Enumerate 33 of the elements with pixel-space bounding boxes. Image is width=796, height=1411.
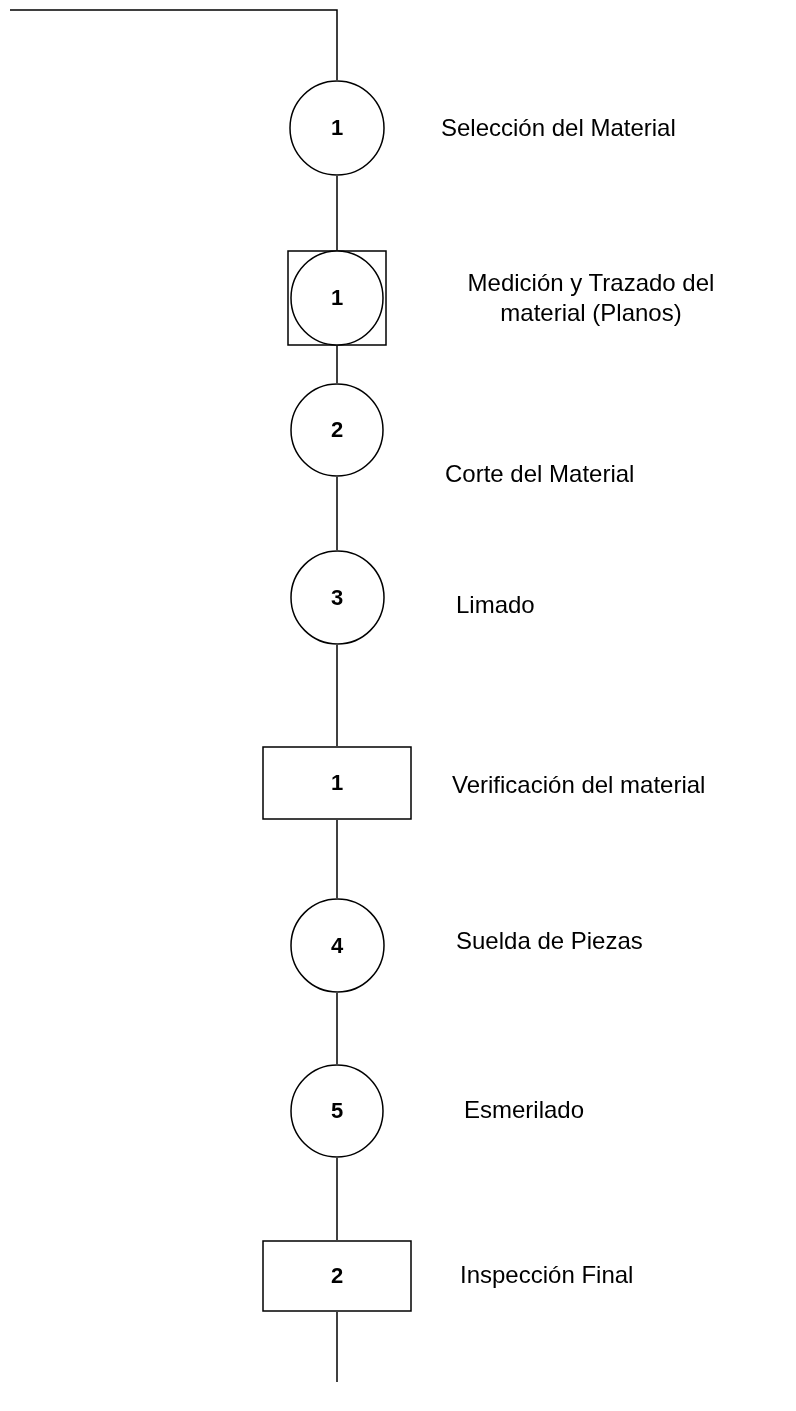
connector-line xyxy=(336,476,338,551)
connector-line xyxy=(336,819,338,899)
inspection-box xyxy=(262,746,412,820)
step-number: 2 xyxy=(330,417,344,443)
step-number: 1 xyxy=(330,115,344,141)
step-description: Esmerilado xyxy=(464,1095,585,1125)
step-description: Suelda de Piezas xyxy=(456,926,643,956)
connector-line xyxy=(336,1157,338,1241)
inspection-box xyxy=(262,1240,412,1312)
connector-line xyxy=(336,992,338,1065)
connector-line xyxy=(9,9,338,81)
step-description: Selección del Material xyxy=(441,113,676,143)
step-number: 2 xyxy=(330,1263,344,1289)
step-number: 1 xyxy=(330,770,344,796)
operation-circle xyxy=(290,383,384,477)
connector-line xyxy=(336,1311,338,1383)
operation-circle xyxy=(289,80,385,176)
step-description: Verificación del material xyxy=(452,770,706,800)
step-description: Corte del Material xyxy=(445,459,635,489)
combined-operation-symbol xyxy=(287,250,387,346)
step-number: 4 xyxy=(330,932,344,959)
operation-circle xyxy=(290,1064,384,1158)
step-description: Medición y Trazado del material (Planos) xyxy=(466,268,716,328)
operation-circle xyxy=(289,550,385,645)
step-number: 5 xyxy=(330,1098,344,1124)
step-description: Inspección Final xyxy=(460,1260,634,1290)
connector-line xyxy=(336,345,338,384)
step-number: 1 xyxy=(330,285,344,311)
step-description: Limado xyxy=(456,590,535,620)
operation-circle xyxy=(289,898,385,993)
connector-line xyxy=(336,175,338,251)
connector-line xyxy=(336,644,338,747)
step-number: 3 xyxy=(330,584,344,611)
